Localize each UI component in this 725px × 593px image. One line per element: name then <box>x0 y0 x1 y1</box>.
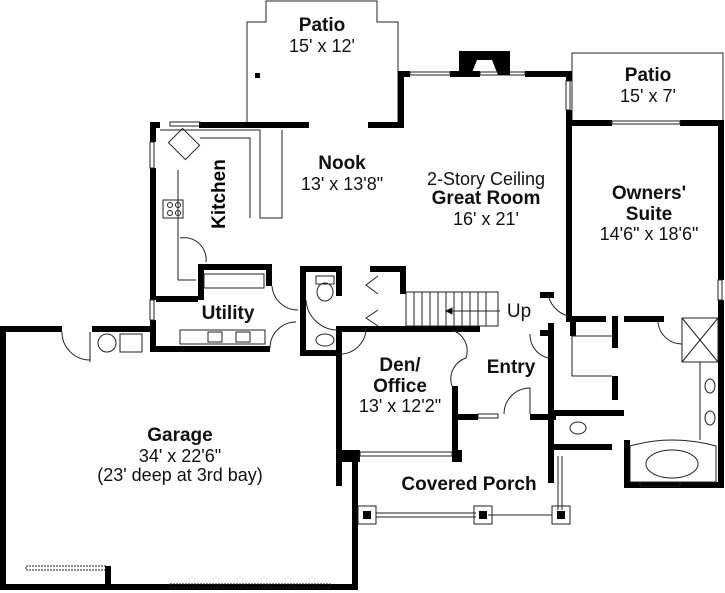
stair-up-label: Up <box>506 301 532 322</box>
room-label-utility: Utility <box>201 303 255 324</box>
patio-rear-outline <box>246 0 399 125</box>
room-label-entry: Entry <box>486 357 536 378</box>
room-label-garage: Garage 34' x 22'6" (23' deep at 3rd bay) <box>97 425 263 485</box>
walls <box>0 51 724 590</box>
room-label-patio-owners: Patio 15' x 7' <box>620 65 676 106</box>
room-label-covered-porch: Covered Porch <box>401 474 537 495</box>
fixtures <box>25 71 723 589</box>
patio-post <box>255 73 260 78</box>
patio-owners-outline <box>571 52 724 125</box>
room-label-patio-rear: Patio 15' x 12' <box>289 15 355 56</box>
room-label-nook: Nook 13' x 13'8" <box>300 153 384 194</box>
room-label-den-office: Den/ Office 13' x 12'2" <box>358 355 442 417</box>
room-label-great-room: 2-Story Ceiling Great Room 16' x 21' <box>426 169 546 229</box>
room-label-owners-suite: Owners' Suite 14'6" x 18'6" <box>599 183 699 245</box>
room-label-kitchen: Kitchen <box>209 159 230 229</box>
